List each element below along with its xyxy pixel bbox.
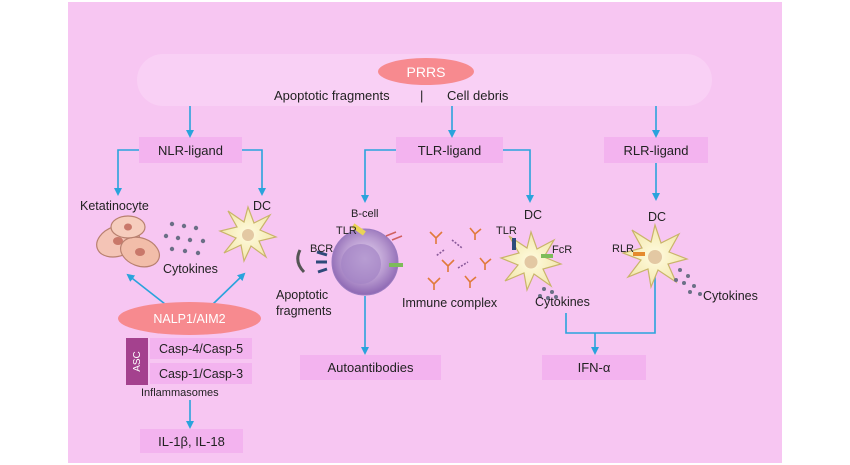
rlr-ligand-box: RLR-ligand xyxy=(604,137,708,163)
arrow-nlr-dc xyxy=(242,149,266,196)
tlr-dc-label: TLR xyxy=(496,225,517,237)
b-cell xyxy=(296,223,403,296)
dc-cell-rlr xyxy=(621,222,689,290)
dc-nlr-label: DC xyxy=(253,199,272,213)
dc-cell-tlr xyxy=(499,229,563,293)
tlr-cytokine-dots xyxy=(538,287,558,300)
b-cell-label: B-cell xyxy=(351,208,379,220)
connector-arrows xyxy=(114,106,660,429)
apoptotic-fragments-label: Apoptotic fragments xyxy=(274,88,390,103)
nlr-cytokines-label: Cytokines xyxy=(163,262,218,276)
immune-complex xyxy=(427,227,492,290)
il-box: IL-1β, IL-18 xyxy=(140,429,243,453)
keratinocyte-cells xyxy=(96,215,160,268)
tlr-ligand-box: TLR-ligand xyxy=(396,137,503,163)
nlr-cytokine-dots xyxy=(163,221,206,256)
apoptotic-fragments-cell-label: Apoptotic fragments xyxy=(276,288,332,318)
casp-4-5-box: Casp-4/Casp-5 xyxy=(150,338,252,359)
nlr-ligand-box: NLR-ligand xyxy=(139,137,242,163)
immune-complex-label: Immune complex xyxy=(402,296,498,310)
cell-debris-label: Cell debris xyxy=(447,88,509,103)
tlr-cytokines-label: Cytokines xyxy=(535,295,590,309)
dc-cell-nlr xyxy=(218,205,278,263)
dc-tlr-label: DC xyxy=(524,208,543,222)
arrow-nlr-keratinocyte xyxy=(114,149,139,196)
nalp-oval: NALP1/AIM2 xyxy=(118,302,261,335)
rlr-cytokine-dots xyxy=(674,268,702,296)
arrow-tlr-dc xyxy=(503,149,534,203)
banner-separator: | xyxy=(420,88,424,103)
fcr-label: FcR xyxy=(552,244,573,256)
prrs-oval: PRRS xyxy=(378,58,474,85)
arrow-nalp-dc xyxy=(212,272,246,305)
arrow-nalp-keratinocyte xyxy=(126,273,166,305)
bcr-label: BCR xyxy=(310,243,334,255)
connector-cytokines-ifn xyxy=(565,275,656,334)
autoantibodies-box: Autoantibodies xyxy=(300,355,441,380)
arrow-tlr-bcell xyxy=(361,149,396,203)
asc-bar: ASC xyxy=(126,338,148,385)
ifn-alpha-box: IFN-α xyxy=(542,355,646,380)
ketatinocyte-label: Ketatinocyte xyxy=(80,199,149,213)
asc-label: ASC xyxy=(131,351,143,372)
dc-rlr-label: DC xyxy=(648,210,667,224)
inflammasomes-label: Inflammasomes xyxy=(141,387,219,399)
rlr-cytokines-label: Cytokines xyxy=(703,289,758,303)
tlr-bcell-label: TLR xyxy=(336,225,357,237)
rlr-label: RLR xyxy=(612,243,635,255)
casp-1-3-box: Casp-1/Casp-3 xyxy=(150,363,252,384)
